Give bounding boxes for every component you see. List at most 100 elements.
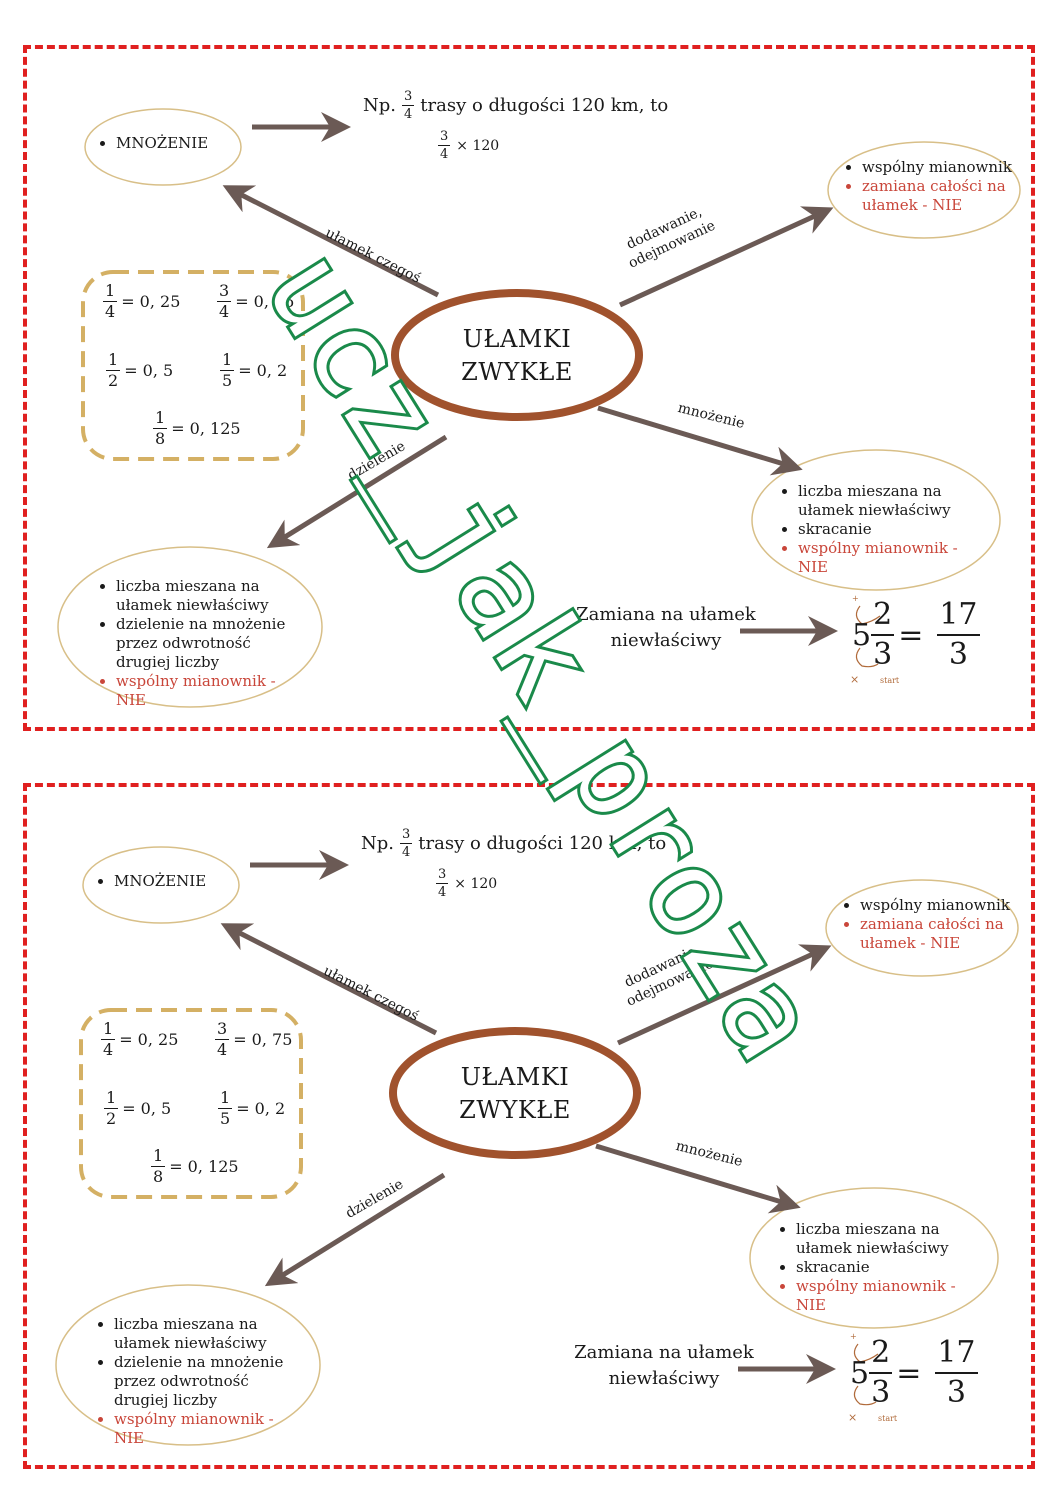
decimal-num: 1 — [104, 1088, 119, 1109]
decimal-value: = 0, 25 — [119, 1030, 179, 1049]
arrow-dzielenie — [266, 434, 448, 549]
conversion-label: Zamiana na ułamek niewłaściwy — [566, 602, 766, 654]
mul-item-1: liczba mieszana na ułamek niewłaściwy — [798, 482, 983, 520]
connector-arrows — [57, 108, 1021, 708]
mul-red-item: wspólny mianownik - NIE — [798, 539, 983, 577]
conversion-label-line2: niewłaściwy — [608, 1368, 720, 1389]
div-bubble-outline — [55, 1284, 321, 1446]
decimal-den: 4 — [105, 302, 116, 321]
example-suffix: trasy o długości 120 km, to — [418, 833, 667, 854]
decimal-box-outline — [79, 1008, 303, 1199]
arrow-dodawanie — [618, 206, 834, 308]
mind-map-card-2: MNOŻENIE Np. 3 4 trasy o długości 120 km… — [0, 738, 1060, 1478]
example-line: Np. 3 4 trasy o długości 120 km, to — [361, 828, 666, 859]
decimal-den: 2 — [106, 1109, 117, 1128]
mult-bubble-label: MNOŻENIE — [114, 872, 206, 891]
mixed-num: 2 — [869, 1338, 893, 1374]
example-times: 3 4 × 120 — [436, 868, 497, 899]
conversion-label-line1: Zamiana na ułamek — [576, 604, 756, 625]
plus-mark: + — [850, 1332, 857, 1341]
div-red-item: wspólny mianownik - NIE — [116, 672, 306, 710]
decimal-num: 3 — [215, 1019, 230, 1040]
add-bubble-outline — [825, 879, 1019, 977]
mul-bubble-outline — [749, 1187, 999, 1329]
example-frac-num: 3 — [402, 89, 415, 106]
div-item-2: dzielenie na mnożenie przez odwrotność d… — [116, 615, 306, 672]
mult-bubble-outline — [84, 108, 242, 186]
result-num: 17 — [935, 1338, 978, 1374]
decimal-num: 1 — [101, 1019, 116, 1040]
center-title: UŁAMKI ZWYKŁE — [432, 323, 602, 389]
decimal-num: 1 — [153, 408, 168, 429]
mul-bubble: liczba mieszana na ułamek niewłaściwy sk… — [778, 482, 983, 577]
start-mark: start — [878, 1414, 898, 1423]
times-frac-den: 4 — [438, 885, 447, 900]
decimal-num: 1 — [151, 1146, 166, 1167]
curl-mark-bottom — [855, 647, 879, 668]
decimal-den: 5 — [222, 371, 233, 390]
arrow-ulamek-czegos — [220, 923, 438, 1036]
center-title: UŁAMKI ZWYKŁE — [430, 1061, 600, 1127]
example-fraction: 3 4 — [400, 827, 413, 860]
add-bubble: wspólny mianownik zamiana całości na uła… — [840, 896, 1010, 953]
example-times: 3 4 × 120 — [438, 130, 499, 161]
example-frac-den: 4 — [402, 845, 411, 860]
decimal-num: 1 — [218, 1088, 233, 1109]
mixed-den: 3 — [873, 637, 893, 672]
decimal-den: 5 — [220, 1109, 231, 1128]
mul-bubble: liczba mieszana na ułamek niewłaściwy sk… — [776, 1220, 981, 1315]
example-line: Np. 3 4 trasy o długości 120 km, to — [363, 90, 668, 121]
dashed-frame — [23, 783, 1035, 1469]
dashed-frame — [23, 45, 1035, 731]
result-den: 3 — [948, 637, 968, 672]
example-frac-den: 4 — [404, 107, 413, 122]
times-mark: × — [848, 1411, 858, 1424]
arrow-dodawanie — [616, 944, 832, 1046]
times-frac-den: 4 — [440, 147, 449, 162]
example-suffix: trasy o długości 120 km, to — [420, 95, 669, 116]
times-rest: × 120 — [454, 875, 498, 892]
add-bubble: wspólny mianownik zamiana całości na uła… — [842, 158, 1012, 215]
times-mark: × — [850, 673, 860, 686]
mul-item-2: skracanie — [798, 520, 983, 539]
add-red-item: zamiana całości na ułamek - NIE — [862, 177, 1012, 215]
curl-mark-bottom — [853, 1385, 877, 1406]
times-frac-num: 3 — [436, 867, 449, 884]
decimal-den: 4 — [219, 302, 230, 321]
times-fraction: 3 4 — [438, 130, 451, 162]
add-item: wspólny mianownik — [860, 896, 1010, 915]
decimal-value: = 0, 5 — [124, 361, 174, 380]
add-item: wspólny mianownik — [862, 158, 1012, 177]
decimal-num: 1 — [103, 281, 118, 302]
conversion-label: Zamiana na ułamek niewłaściwy — [564, 1340, 764, 1392]
center-title-line2: ZWYKŁE — [461, 358, 573, 386]
mixed-den: 3 — [871, 1375, 891, 1410]
add-red-item: zamiana całości na ułamek - NIE — [860, 915, 1010, 953]
equals-sign: = — [896, 1355, 922, 1391]
times-fraction: 3 4 — [436, 867, 449, 900]
times-rest: × 120 — [456, 137, 500, 154]
decimal-value: = 0, 125 — [169, 1157, 239, 1176]
div-bubble-outline — [57, 546, 323, 708]
decimal-value: = 0, 125 — [171, 419, 241, 438]
mul-item-1: liczba mieszana na ułamek niewłaściwy — [796, 1220, 981, 1258]
decimal-den: 4 — [103, 1040, 114, 1059]
curl-mark-top — [855, 605, 881, 625]
example-frac-num: 3 — [400, 827, 413, 844]
add-bubble-outline — [827, 141, 1021, 239]
result-den: 3 — [946, 1375, 966, 1410]
mul-item-2: skracanie — [796, 1258, 981, 1277]
center-ring — [391, 289, 643, 421]
decimal-den: 8 — [155, 429, 166, 448]
mixed-whole: 5 — [850, 1355, 870, 1391]
decimal-num: 3 — [217, 281, 232, 302]
center-title-line1: UŁAMKI — [460, 1063, 570, 1091]
